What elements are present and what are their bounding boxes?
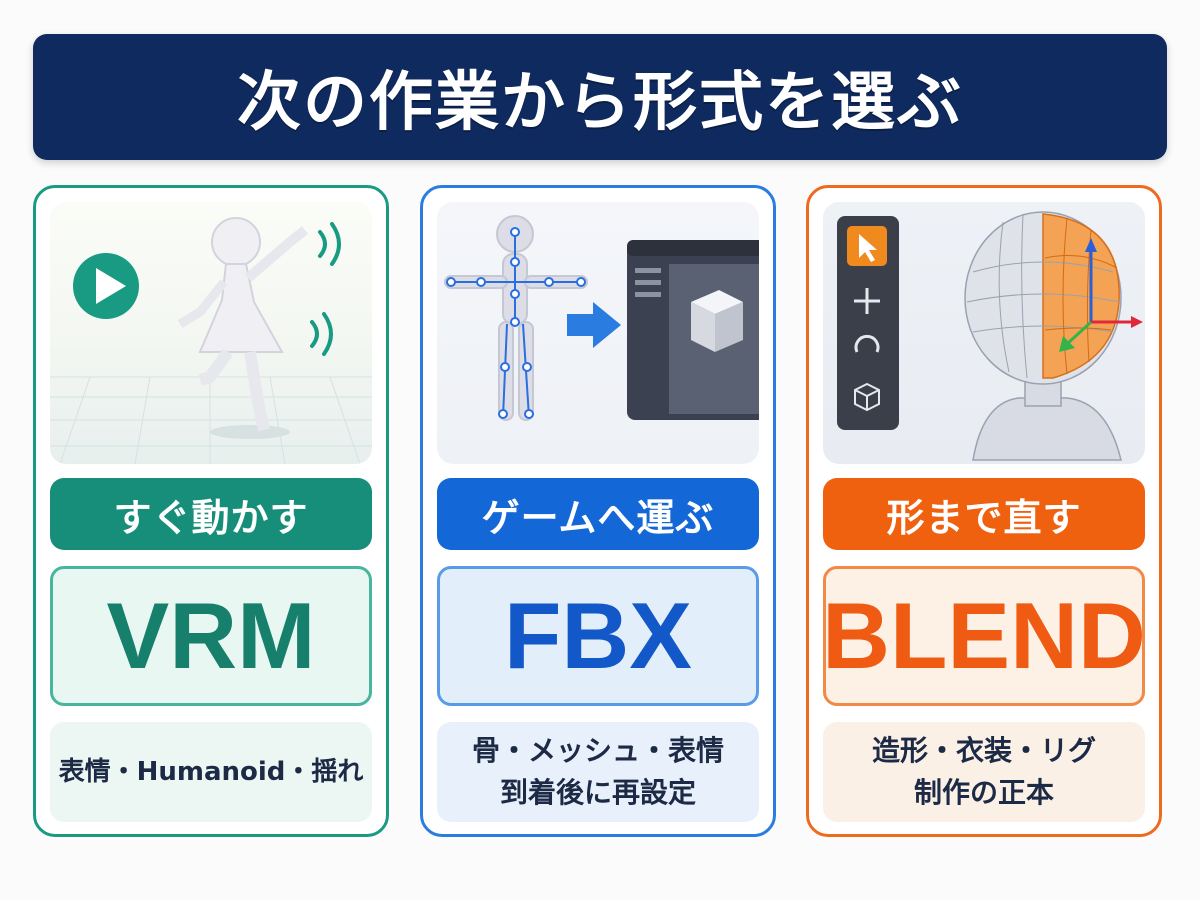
page-title: 次の作業から形式を選ぶ bbox=[237, 66, 963, 140]
illustration-fbx bbox=[437, 202, 759, 464]
illustration-vrm bbox=[50, 202, 372, 464]
desc-line: 表情・Humanoid・揺れ bbox=[58, 757, 364, 787]
floor-grid bbox=[50, 376, 372, 464]
card-blend: 形まで直す BLEND 造形・衣装・リグ 制作の正本 bbox=[806, 185, 1162, 837]
dancing-figure bbox=[177, 217, 309, 439]
move-icon bbox=[854, 288, 880, 314]
cursor-select-icon bbox=[859, 234, 877, 262]
motion-wave-icon bbox=[310, 222, 341, 356]
rigged-skeleton-figure bbox=[444, 215, 588, 421]
tag-blend: 形まで直す bbox=[823, 478, 1145, 550]
desc-line: 制作の正本 bbox=[913, 776, 1054, 809]
card-vrm: すぐ動かす VRM 表情・Humanoid・揺れ bbox=[33, 185, 389, 837]
desc-blend: 造形・衣装・リグ 制作の正本 bbox=[823, 722, 1145, 822]
tool-palette bbox=[837, 216, 899, 430]
desc-line: 骨・メッシュ・表情 bbox=[471, 734, 724, 767]
rotate-icon bbox=[854, 334, 880, 353]
desc-fbx: 骨・メッシュ・表情 到着後に再設定 bbox=[437, 722, 759, 822]
engine-window-cube bbox=[627, 240, 759, 420]
header-banner: 次の作業から形式を選ぶ bbox=[33, 34, 1167, 160]
arrow-right-icon bbox=[567, 302, 621, 348]
format-label-blend: BLEND bbox=[822, 566, 1146, 706]
desc-line: 造形・衣装・リグ bbox=[871, 734, 1096, 767]
desc-vrm: 表情・Humanoid・揺れ bbox=[50, 722, 372, 822]
wireframe-head bbox=[964, 211, 1122, 461]
illustration-blend bbox=[823, 202, 1145, 464]
xyz-gizmo-icon bbox=[1059, 238, 1143, 352]
cube-icon bbox=[854, 382, 880, 412]
desc-line: 到着後に再設定 bbox=[499, 776, 696, 809]
tag-vrm: すぐ動かす bbox=[50, 478, 372, 550]
format-label-vrm: VRM bbox=[50, 566, 372, 706]
format-label-fbx: FBX bbox=[437, 566, 759, 706]
card-fbx: ゲームへ運ぶ FBX 骨・メッシュ・表情 到着後に再設定 bbox=[420, 185, 776, 837]
tag-fbx: ゲームへ運ぶ bbox=[437, 478, 759, 550]
play-icon bbox=[73, 253, 139, 319]
